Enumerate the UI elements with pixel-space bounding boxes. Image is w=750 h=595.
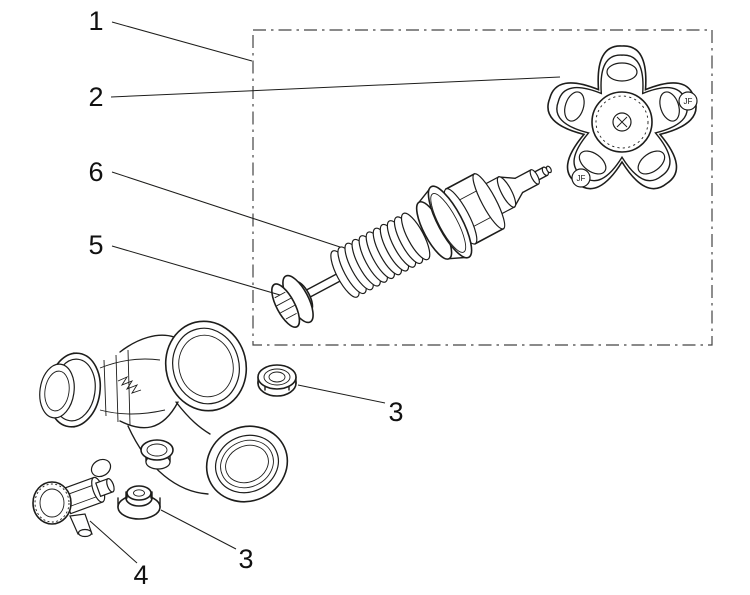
body-top-silhouette <box>119 334 175 353</box>
body-inlet-flange <box>39 352 102 428</box>
leader-5 <box>111 245 281 296</box>
callout-4: 4 <box>133 560 148 590</box>
handwheel-hub <box>591 91 653 153</box>
body-rib <box>99 358 161 369</box>
callout-3-upper: 3 <box>388 397 403 427</box>
drain-cap <box>32 481 72 525</box>
callouts: 1 2 6 5 3 3 4 <box>88 6 403 590</box>
bonnet-flange <box>427 185 473 259</box>
handwheel-logo-text: JF <box>684 97 693 106</box>
callout-1: 1 <box>88 6 103 36</box>
body-bottom-boss <box>140 439 174 470</box>
body-bonnet-port <box>164 320 248 412</box>
packing-nut-lower <box>117 485 161 520</box>
leader-1 <box>111 21 253 62</box>
callout-3-lower: 3 <box>238 544 253 574</box>
assembly-boundary-box <box>252 29 713 346</box>
valve-body <box>39 320 289 503</box>
bonnet-assembly <box>415 165 552 260</box>
body-outlet-port <box>205 425 289 503</box>
leader-3-lower <box>160 509 237 550</box>
leader-4 <box>89 520 138 564</box>
spring <box>330 212 431 298</box>
body-side-port <box>90 458 112 478</box>
callout-2: 2 <box>88 82 103 112</box>
handwheel: JF JF <box>547 45 698 190</box>
packing-nut-upper <box>257 364 297 397</box>
handwheel-logo-badge: JF JF <box>571 91 698 188</box>
callout-6: 6 <box>88 157 103 187</box>
handwheel-logo-text: JF <box>577 174 586 183</box>
cast-marking <box>117 375 142 394</box>
drain-body <box>61 476 115 515</box>
drain-valve <box>32 476 115 538</box>
leader-3-upper <box>297 384 386 404</box>
leader-2 <box>110 76 561 98</box>
leader-lines <box>89 21 561 564</box>
leader-6 <box>111 171 341 248</box>
callout-5: 5 <box>88 230 103 260</box>
